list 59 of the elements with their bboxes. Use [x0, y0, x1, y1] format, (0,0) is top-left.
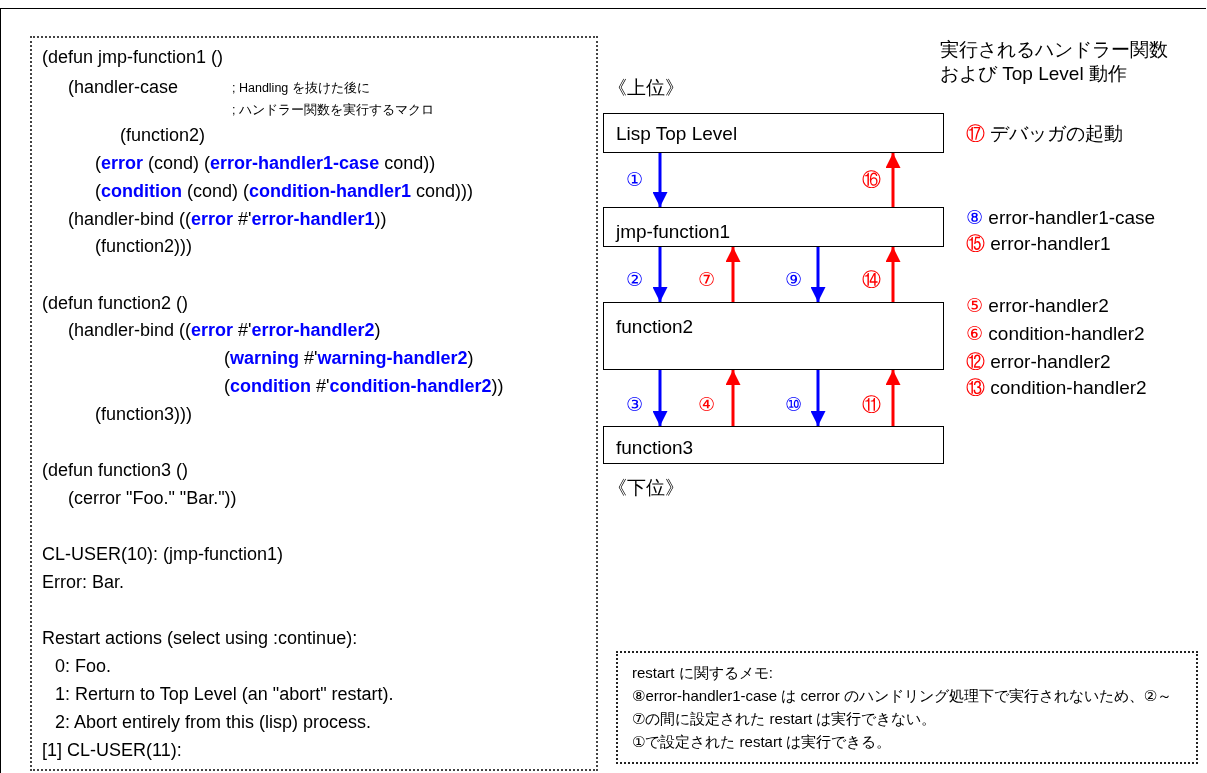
box-label: function3: [616, 436, 694, 460]
arrow: [885, 247, 901, 302]
code-line: (function2))): [95, 235, 193, 257]
handler-note: ⑥ condition-handler2: [966, 322, 1145, 346]
handler-note: ⑬ condition-handler2: [966, 376, 1147, 400]
level-label: 《下位》: [608, 476, 684, 500]
box-label: function2: [616, 315, 694, 339]
code-panel: [30, 36, 598, 771]
box-label: jmp-function1: [616, 220, 731, 244]
code-line: (function2): [120, 124, 206, 146]
code-line: (handler-bind ((error #'error-handler2): [68, 319, 381, 341]
code-line: CL-USER(10): (jmp-function1): [42, 543, 284, 565]
edge-label: ⑪: [861, 394, 882, 416]
arrow: [885, 370, 901, 426]
code-line: (defun jmp-function1 (): [42, 46, 224, 68]
handler-note: ⑮ error-handler1: [966, 232, 1111, 256]
code-comment: ; Handling を抜けた後に: [232, 80, 370, 97]
function-box: [603, 426, 944, 464]
code-line: [1] CL-USER(11):: [42, 739, 182, 761]
code-line: 2: Abort entirely from this (lisp) process.: [55, 711, 372, 733]
code-line: (condition #'condition-handler2)): [224, 375, 504, 397]
code-line: Restart actions (select using :continue):: [42, 627, 358, 649]
arrow: [810, 247, 826, 302]
note-text: ⑧error-handler1-case は cerror のハンドリング処理下で実行されないため、②～⑦の間に設定された restart は実行できない。: [632, 686, 1174, 729]
arrow: [810, 370, 826, 426]
code-line: (handler-bind ((error #'error-handler1)): [68, 208, 387, 230]
code-line: (defun function2 (): [42, 292, 189, 314]
level-label: 《上位》: [608, 76, 684, 100]
arrow: [652, 247, 668, 302]
arrow: [652, 153, 668, 207]
code-line: (warning #'warning-handler2): [224, 347, 474, 369]
box-label: Lisp Top Level: [616, 122, 738, 146]
title: 実行されるハンドラー関数および Top Level 動作: [940, 38, 1169, 86]
arrow: [725, 247, 741, 302]
arrow: [885, 153, 901, 207]
code-line: (cerror "Foo." "Bar.")): [68, 487, 237, 509]
code-line: 1: Rerturn to Top Level (an "abort" restart).: [55, 683, 394, 705]
function-box: [603, 207, 944, 247]
handler-note: ⑰ デバッガの起動: [966, 122, 1124, 146]
handler-note: ⑫ error-handler2: [966, 350, 1111, 374]
code-line: Error: Bar.: [42, 571, 125, 593]
handler-note: ⑤ error-handler2: [966, 294, 1109, 318]
code-line: 0: Foo.: [55, 655, 112, 677]
handler-note: ⑧ error-handler1-case: [966, 206, 1156, 230]
note-box: [616, 651, 1198, 764]
function-box: [603, 302, 944, 370]
function-box: [603, 113, 944, 153]
note-heading: restart に関するメモ:: [632, 663, 774, 683]
code-line: (function3))): [95, 403, 193, 425]
edge-label: ⑯: [861, 169, 882, 191]
code-line: (defun function3 (): [42, 459, 189, 481]
arrow: [652, 370, 668, 426]
note-text: ①で設定された restart は実行できる。: [632, 732, 893, 752]
code-line: (handler-case: [68, 76, 179, 98]
arrow: [725, 370, 741, 426]
code-comment: ; ハンドラー関数を実行するマクロ: [232, 102, 434, 119]
code-line: (error (cond) (error-handler1-case cond)): [95, 152, 436, 174]
code-line: (condition (cond) (condition-handler1 cond))): [95, 180, 474, 202]
edge-label: ⑭: [861, 269, 882, 291]
